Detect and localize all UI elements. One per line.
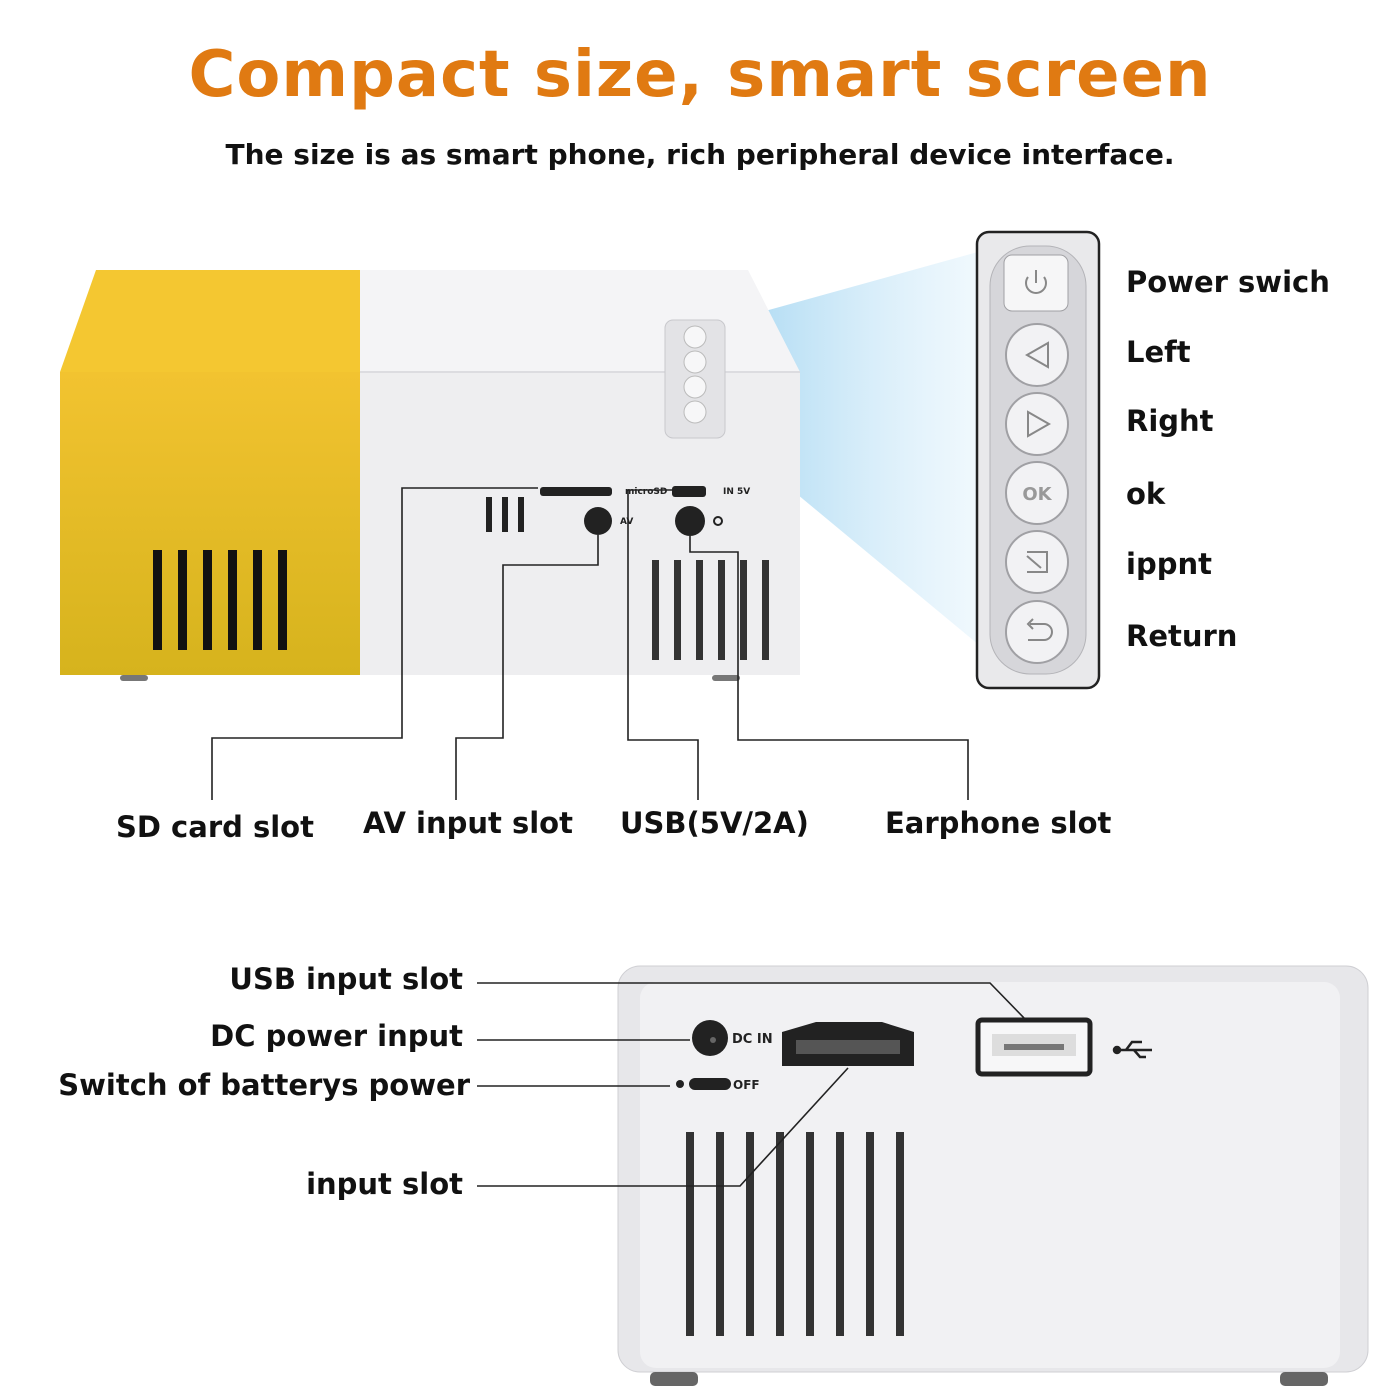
callout-input-slot: input slot [306,1167,463,1201]
label-return: Return [1126,619,1238,653]
input-source-icon [1026,551,1048,573]
left-key[interactable] [1005,323,1069,387]
off-mark: OFF [733,1078,760,1092]
callout-av-input-slot: AV input slot [363,806,573,840]
label-right: Right [1126,404,1214,438]
usb-icon [1112,1040,1152,1059]
ok-key-label: OK [1022,484,1052,505]
dc-in-mark: DC IN [732,1032,773,1047]
callout-usb-input-slot: USB input slot [229,962,463,996]
ok-key[interactable]: OK [1005,461,1069,525]
callout-usb-5v-2a: USB(5V/2A) [620,806,809,840]
label-input: ippnt [1126,547,1212,581]
label-ok: ok [1126,477,1166,511]
projector-back-view [617,965,1369,1386]
in5v-mark: IN 5V [723,487,750,497]
callout-earphone-slot: Earphone slot [885,806,1112,840]
label-power-switch: Power swich [1126,265,1330,299]
callout-battery-switch: Switch of batterys power [58,1068,470,1102]
power-key[interactable] [1003,254,1069,312]
page-title: Compact size, smart screen [188,38,1212,112]
return-key[interactable] [1005,600,1069,664]
left-arrow-icon [1024,341,1049,369]
projection-beam [740,250,985,650]
right-key[interactable] [1005,392,1069,456]
av-mark: AV [620,517,633,527]
microsd-mark: microSD [625,487,667,497]
callout-sd-card-slot: SD card slot [116,810,314,844]
back-callout-lines [477,982,1027,1187]
projector-side-view [60,270,800,681]
label-left: Left [1126,335,1191,369]
right-arrow-icon [1027,410,1052,438]
power-icon [1025,270,1047,294]
input-key[interactable] [1005,530,1069,594]
side-callout-lines [211,487,969,800]
callout-dc-power-input: DC power input [210,1019,463,1053]
page-subtitle: The size is as smart phone, rich periphe… [225,138,1175,171]
return-icon [1026,618,1053,641]
